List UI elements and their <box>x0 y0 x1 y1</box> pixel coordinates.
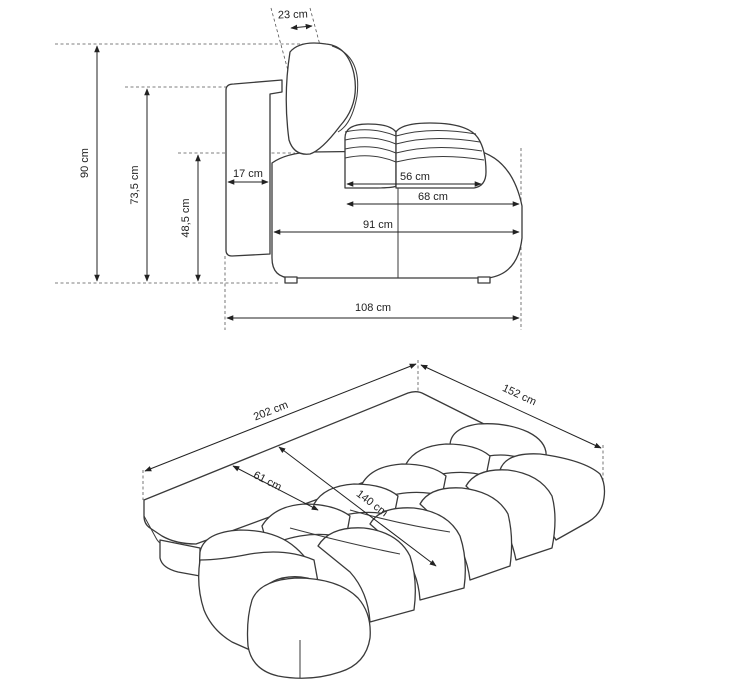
ext-head-left <box>270 7 291 79</box>
dim-line-23 <box>290 23 313 31</box>
label-91: 91 cm <box>363 219 393 231</box>
label-17: 17 cm <box>233 168 263 180</box>
label-90: 90 cm <box>79 148 91 178</box>
bed-frame-side <box>159 539 201 577</box>
label-23: 23 cm <box>278 8 308 21</box>
bed-view: 202 cm 152 cm 61 cm 140 cm <box>142 360 606 679</box>
label-202: 202 cm <box>252 399 290 423</box>
cushion-quilt-line <box>344 129 477 137</box>
headrest-cushion <box>285 42 357 155</box>
label-68: 68 cm <box>418 191 448 203</box>
side-view: 23 cm 90 cm 73,5 cm 48,5 cm 17 cm 56 cm … <box>55 7 523 330</box>
label-56: 56 cm <box>400 171 430 183</box>
label-48: 48,5 cm <box>180 198 192 237</box>
label-108: 108 cm <box>355 302 391 314</box>
cushion-quilt-line <box>344 137 481 145</box>
dim-line-202 <box>144 363 417 472</box>
sofa-foot-right <box>477 276 491 284</box>
sofa-foot-left <box>284 276 298 284</box>
dim-line-140 <box>278 446 437 567</box>
dim-line-152 <box>420 364 602 449</box>
label-73: 73,5 cm <box>129 165 141 204</box>
cushion-quilt-line <box>344 155 485 163</box>
bolster-front <box>246 577 371 679</box>
cushion-quilt-line <box>344 146 483 154</box>
headrest-fold <box>331 45 359 133</box>
